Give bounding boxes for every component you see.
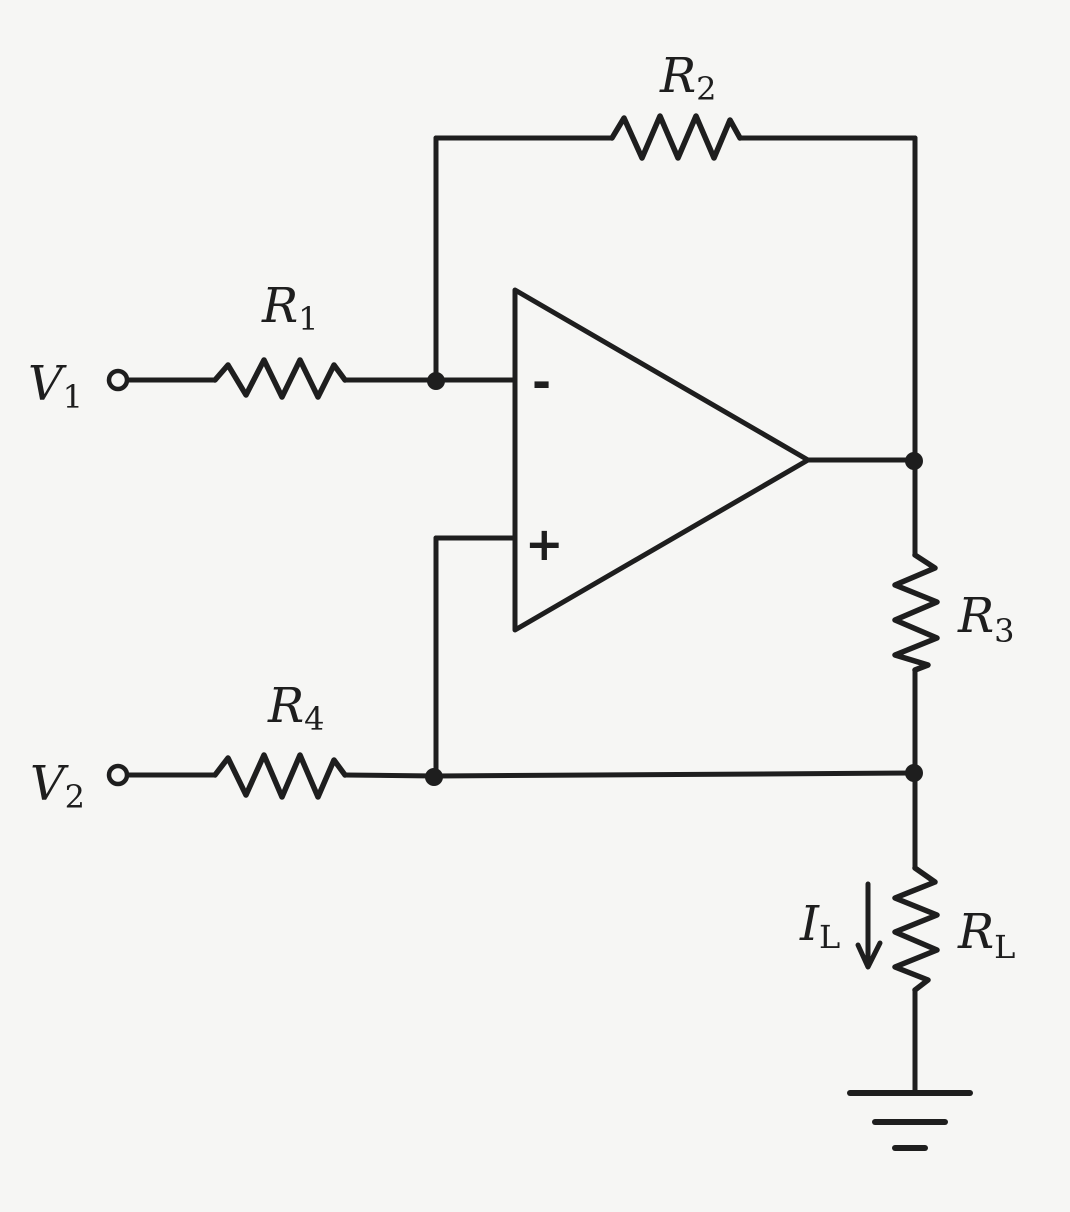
opamp-inverting-sign: -	[532, 355, 551, 409]
resistor-r2	[609, 113, 743, 161]
node-inverting	[427, 372, 445, 390]
label-r4: R4	[267, 678, 325, 738]
opamp-body	[512, 287, 811, 633]
label-r1: R1	[261, 278, 319, 338]
label-v2: V2	[30, 756, 85, 816]
wire-r4-to-noninverting-node	[342, 772, 439, 779]
resistor-rl	[892, 865, 940, 993]
label-rl: RL	[957, 904, 1015, 966]
label-v1: V1	[28, 356, 83, 416]
label-r3: R3	[957, 588, 1015, 650]
node-output	[905, 452, 923, 470]
opamp-noninverting-sign: +	[525, 517, 564, 571]
ground-symbol	[847, 1090, 973, 1151]
resistor-r1	[212, 357, 348, 400]
node-load	[905, 764, 923, 782]
wire-bottom-rail	[433, 770, 918, 779]
node-noninverting	[425, 768, 443, 786]
terminal-v2	[106, 763, 130, 787]
label-il: IL	[799, 896, 840, 956]
label-r2: R2	[659, 48, 717, 108]
resistor-r4	[212, 752, 348, 800]
current-arrow-icon	[855, 881, 883, 970]
resistor-r3	[892, 552, 940, 673]
terminal-v1	[106, 368, 130, 392]
